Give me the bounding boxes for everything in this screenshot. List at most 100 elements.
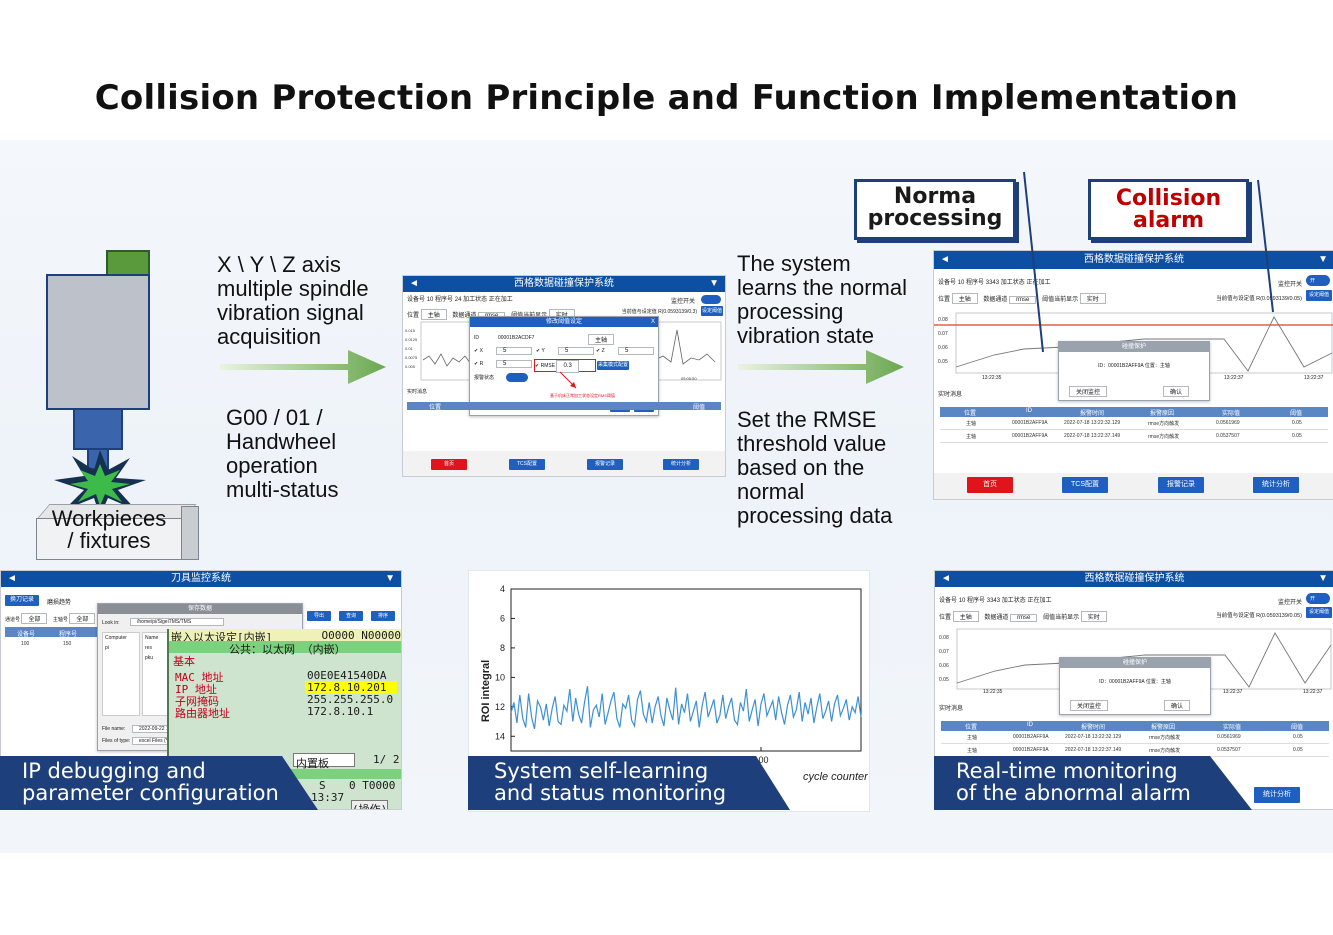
roi-ylabel: ROI integral bbox=[480, 659, 493, 723]
alarm-state-toggle[interactable] bbox=[506, 373, 528, 382]
statistics-button[interactable]: 统计分析 bbox=[1253, 477, 1299, 493]
set-threshold-button[interactable]: 设定阈值 bbox=[701, 306, 723, 316]
dialog-position-field[interactable]: 主轴 bbox=[588, 334, 615, 345]
cnc-row-label: MAC 地址 bbox=[175, 671, 224, 684]
export-button[interactable]: 导出 bbox=[307, 611, 331, 621]
table-header-cell: 报警时间 bbox=[1081, 725, 1106, 731]
callout-line: processing bbox=[867, 206, 1003, 231]
table-cell: 0.0537507 bbox=[1216, 433, 1240, 439]
file-name-label: File name: bbox=[102, 726, 126, 732]
alarm-record-button[interactable]: 报警记录 bbox=[1158, 477, 1204, 493]
y-tick: 0.06 bbox=[939, 663, 949, 669]
tab-tool-change[interactable]: 换刀记录 bbox=[5, 595, 39, 606]
menu-icon[interactable]: ▼ bbox=[1318, 254, 1328, 265]
y-tick: 0.05 bbox=[938, 359, 948, 365]
statistics-button[interactable]: 统计分析 bbox=[1254, 787, 1300, 803]
confirm-button[interactable]: 确认 bbox=[1164, 700, 1191, 711]
rmse-label: RMSE bbox=[540, 363, 556, 369]
threshold-mode-select[interactable]: 实时 bbox=[1080, 611, 1107, 622]
close-icon[interactable]: X bbox=[650, 319, 655, 325]
axis-y-input[interactable]: 5 bbox=[558, 347, 594, 355]
set-threshold-button[interactable]: 设定阈值 bbox=[1306, 607, 1332, 618]
cnc-row-label: IP 地址 bbox=[175, 683, 217, 696]
threshold-mode-select[interactable]: 实时 bbox=[1079, 293, 1106, 304]
confirm-button[interactable]: 确认 bbox=[1163, 386, 1190, 397]
collision-dialog: 碰撞保护 ID：00001B2AFF9A 位置：主轴 关闭监控 确认 bbox=[1058, 341, 1210, 401]
sort-button[interactable]: 排序 bbox=[371, 611, 395, 621]
table-row[interactable]: 主轴 00001B2AFF9A 2022-07-18 13:22:32.129 … bbox=[941, 731, 1329, 744]
table-header-cell: 实际值 bbox=[1223, 725, 1242, 731]
table-row[interactable]: 100 150 bbox=[5, 641, 101, 651]
id-value: 00001B2ACDF7 bbox=[498, 335, 535, 341]
back-icon[interactable]: ◄ bbox=[7, 573, 17, 584]
workpiece-front bbox=[36, 518, 182, 560]
filter-row: 位置 主轴 数据通道 rmse 阈值当前显示 实时 bbox=[934, 291, 1333, 306]
file-item[interactable]: pku bbox=[145, 655, 154, 661]
position-select[interactable]: 主轴 bbox=[420, 309, 447, 320]
menu-icon[interactable]: ▼ bbox=[385, 573, 395, 584]
table-row[interactable]: 主轴 00001B2AFF9A 2022-07-18 13:22:37.149 … bbox=[940, 430, 1328, 443]
back-icon[interactable]: ◄ bbox=[940, 254, 950, 265]
tab-wear-trend[interactable]: 磨损趋势 bbox=[47, 600, 72, 606]
menu-icon[interactable]: ▼ bbox=[709, 278, 719, 289]
query-button[interactable]: 查询 bbox=[339, 611, 363, 621]
menu-icon[interactable]: ▼ bbox=[1318, 573, 1328, 584]
channel-filter[interactable]: 全部 bbox=[21, 613, 48, 624]
axis-x-input[interactable]: 5 bbox=[496, 347, 532, 355]
alarm-record-button[interactable]: 报警记录 bbox=[587, 459, 623, 470]
rmse-input[interactable]: 0.3 bbox=[556, 360, 579, 373]
position-select[interactable]: 主轴 bbox=[951, 293, 978, 304]
tree-item-computer[interactable]: Computer bbox=[105, 635, 127, 641]
cnc-public: 公共：以太网 （内嵌） bbox=[229, 643, 346, 656]
lookin-path[interactable]: /home/pi/SigeiTMS/TMS bbox=[130, 618, 224, 626]
cnc-public-bar: 公共：以太网 （内嵌） bbox=[169, 641, 401, 656]
callout-line: alarm bbox=[1132, 208, 1204, 233]
tcs-config-button[interactable]: TCS配置 bbox=[1062, 477, 1108, 493]
cnc-board: 内置板 bbox=[296, 757, 329, 770]
workpiece-label-line2: / fixtures bbox=[67, 528, 151, 553]
meta-label: 加工状态 bbox=[1000, 280, 1025, 286]
set-threshold-button[interactable]: 设定阈值 bbox=[1306, 290, 1332, 301]
channel-select[interactable]: rmse bbox=[1010, 614, 1038, 622]
position-select[interactable]: 主轴 bbox=[952, 611, 979, 622]
cnc-row-value[interactable]: 172.8.10.201 bbox=[305, 681, 397, 694]
home-button[interactable]: 首页 bbox=[431, 459, 467, 470]
x-tick: 13:22:37 bbox=[1223, 689, 1243, 695]
learn-mode-button[interactable]: 采集模式配置 bbox=[597, 361, 629, 370]
table-row[interactable]: 主轴 00001B2AFF9A 2022-07-18 13:22:37.149 … bbox=[941, 744, 1329, 757]
tcs-config-button[interactable]: TCS配置 bbox=[509, 459, 545, 470]
rmse-row: ✔ RMSE 0.3 bbox=[534, 359, 596, 373]
spindle-filter[interactable]: 全部 bbox=[69, 613, 96, 624]
cnc-row-label: 路由器地址 bbox=[175, 707, 230, 720]
axis-r-input[interactable]: 5 bbox=[496, 360, 532, 368]
hint-arrow-icon bbox=[559, 371, 577, 389]
table-cell: rmse方向触发 bbox=[1148, 434, 1180, 440]
table-row[interactable]: 主轴 00001B2AFF9A 2022-07-18 13:22:32.129 … bbox=[940, 417, 1328, 430]
meta-label: 加工状态 bbox=[1001, 598, 1026, 604]
stop-monitor-button[interactable]: 关闭监控 bbox=[1069, 386, 1108, 397]
table-cell: 0.05 bbox=[1292, 420, 1302, 426]
axis-z-input[interactable]: 5 bbox=[618, 347, 654, 355]
roi-xlabel: cycle counter bbox=[803, 771, 868, 783]
table-header-cell: 位置 bbox=[429, 405, 442, 411]
back-icon[interactable]: ◄ bbox=[409, 278, 419, 289]
cnc-code: O0000 N00000 bbox=[321, 629, 401, 642]
monitor-switch-label: 监控开关 bbox=[1277, 282, 1302, 288]
monitor-toggle[interactable]: 开 bbox=[1306, 593, 1330, 604]
cnc-operation-button[interactable]: (操作) bbox=[351, 800, 389, 809]
window-title: 西格数据碰撞保护系统 bbox=[1084, 254, 1184, 265]
stop-monitor-button[interactable]: 关闭监控 bbox=[1070, 700, 1109, 711]
file-tree: Computer pi bbox=[102, 632, 140, 716]
monitor-toggle[interactable]: 开 bbox=[1306, 275, 1330, 286]
axis-z-row: ✔ Z bbox=[596, 348, 605, 354]
statistics-button[interactable]: 统计分析 bbox=[663, 459, 699, 470]
channel-select[interactable]: rmse bbox=[1009, 296, 1037, 304]
monitor-toggle[interactable] bbox=[701, 295, 721, 304]
file-item[interactable]: res bbox=[145, 645, 152, 651]
dialog-title: 保存数据 bbox=[98, 604, 302, 614]
table-cell: 0.05 bbox=[1292, 433, 1302, 439]
back-icon[interactable]: ◄ bbox=[941, 573, 951, 584]
tree-item-pi[interactable]: pi bbox=[105, 645, 109, 651]
home-button[interactable]: 首页 bbox=[967, 477, 1013, 493]
